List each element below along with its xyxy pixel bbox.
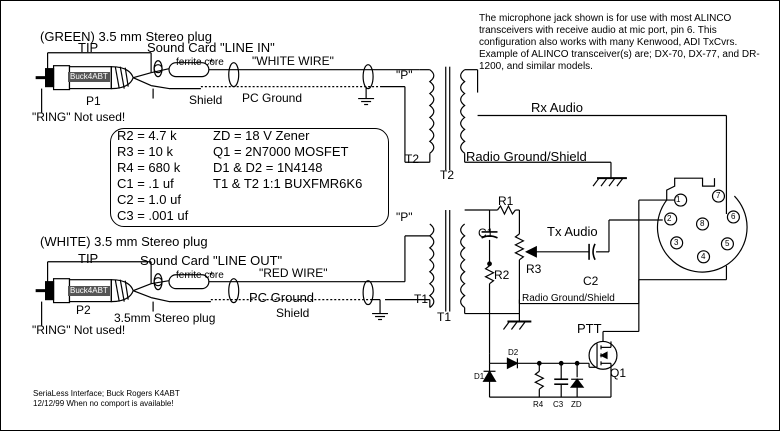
pin-7: 7 xyxy=(716,191,721,200)
ferrite-label-bottom: ferrite core xyxy=(176,270,224,281)
c3-label: C3 xyxy=(553,400,564,409)
pin-4: 4 xyxy=(701,252,706,261)
plug-green-title: (GREEN) 3.5 mm Stereo plug xyxy=(40,29,212,44)
transformer-t1 xyxy=(428,209,520,315)
t1-label: T1 xyxy=(437,310,452,324)
r1-label: R1 xyxy=(498,194,514,208)
q1-label: Q1 xyxy=(610,366,627,380)
part-t1-t2: T1 & T2 1:1 BUXFMR6K6 xyxy=(213,176,363,191)
ferrite-label-top: ferrite core xyxy=(176,57,224,68)
p2-label: P2 xyxy=(76,303,91,317)
pin-5: 5 xyxy=(725,239,730,248)
part-c3: C3 = .001 uf xyxy=(117,208,189,223)
white-wire-label: "WHITE WIRE" xyxy=(252,54,334,68)
radio-ground-shield-label: Radio Ground/Shield xyxy=(466,149,587,164)
r3-label: R3 xyxy=(526,262,542,276)
tx-audio-label: Tx Audio xyxy=(547,224,598,239)
red-wire-label: "RED WIRE" xyxy=(259,266,328,280)
shield-label-top: Shield xyxy=(189,93,223,107)
part-r2: R2 = 4.7 k xyxy=(117,128,177,143)
part-c2: C2 = 1.0 uf xyxy=(117,192,181,207)
wire-run-bottom xyxy=(150,235,430,321)
footer-line-2: 12/12/99 When no comport is available! xyxy=(33,399,174,408)
parts-list-box: R2 = 4.7 k ZD = 18 V Zener R3 = 10 k Q1 … xyxy=(110,128,389,227)
pin-3: 3 xyxy=(674,238,679,247)
t1-label-left: T1 xyxy=(414,292,429,306)
asterisk-bottom: * xyxy=(209,269,214,283)
microphone-note: The microphone jack shown is for use wit… xyxy=(479,13,760,72)
mic-connector xyxy=(656,177,748,273)
ptt-circuit xyxy=(482,199,675,398)
pin-8: 8 xyxy=(700,219,705,228)
footer-line-1: SeriaLess Interface; Buck Rogers K4ABT xyxy=(33,389,180,398)
part-zd: ZD = 18 V Zener xyxy=(213,128,310,143)
stereo-plug-bottom-label: 3.5mm Stereo plug xyxy=(114,311,216,325)
line-in-label: Sound Card "LINE IN" xyxy=(147,40,275,55)
tip-label-top: TIP xyxy=(78,40,99,55)
transformer-t2 xyxy=(404,66,728,215)
t2-label-left: T2 xyxy=(405,152,420,166)
pc-ground-label-top: PC Ground xyxy=(242,91,303,105)
pin-1: 1 xyxy=(676,195,681,204)
buck-tag-top: Buck4ABT xyxy=(68,72,110,82)
asterisk-top: * xyxy=(209,56,214,70)
ring-label-bottom: "RING" Not used! xyxy=(32,323,126,337)
plug-white-title: (WHITE) 3.5 mm Stereo plug xyxy=(40,234,208,249)
r4-label: R4 xyxy=(533,400,544,409)
part-r4: R4 = 680 k xyxy=(117,160,181,175)
line-out-label: Sound Card "LINE OUT" xyxy=(140,253,283,268)
c2-label: C2 xyxy=(583,274,599,288)
part-d1-d2: D1 & D2 = 1N4148 xyxy=(213,160,323,175)
zd-label: ZD xyxy=(571,400,582,409)
wire-run-top xyxy=(150,60,420,163)
c1-label: C1 xyxy=(478,226,494,240)
p-label-bottom: "P" xyxy=(396,210,413,224)
r2-label: R2 xyxy=(494,268,510,282)
pin-6: 6 xyxy=(731,212,736,221)
t2-label: T2 xyxy=(440,168,455,182)
ptt-label: PTT xyxy=(577,321,602,336)
pin-2: 2 xyxy=(667,214,672,223)
radio-ground-shield-small-label: Radio Ground/Shield xyxy=(522,293,615,304)
tip-label-bottom: TIP xyxy=(78,251,99,266)
pc-ground-label-bottom: PC Ground xyxy=(249,290,315,305)
shield-label-bottom: Shield xyxy=(276,306,310,320)
buck-tag-bottom: Buck4ABT xyxy=(68,286,110,296)
tx-network xyxy=(481,204,728,354)
part-q1: Q1 = 2N7000 MOSFET xyxy=(213,144,349,159)
p-label-top: "P" xyxy=(396,68,413,82)
part-r3: R3 = 10 k xyxy=(117,144,174,159)
rx-audio-label: Rx Audio xyxy=(531,100,584,115)
p1-label: P1 xyxy=(86,94,101,108)
part-c1: C1 = .1 uf xyxy=(117,176,174,191)
ring-label-top: "RING" Not used! xyxy=(32,110,126,124)
d1-label: D1 xyxy=(474,372,485,381)
d2-label: D2 xyxy=(508,348,519,357)
